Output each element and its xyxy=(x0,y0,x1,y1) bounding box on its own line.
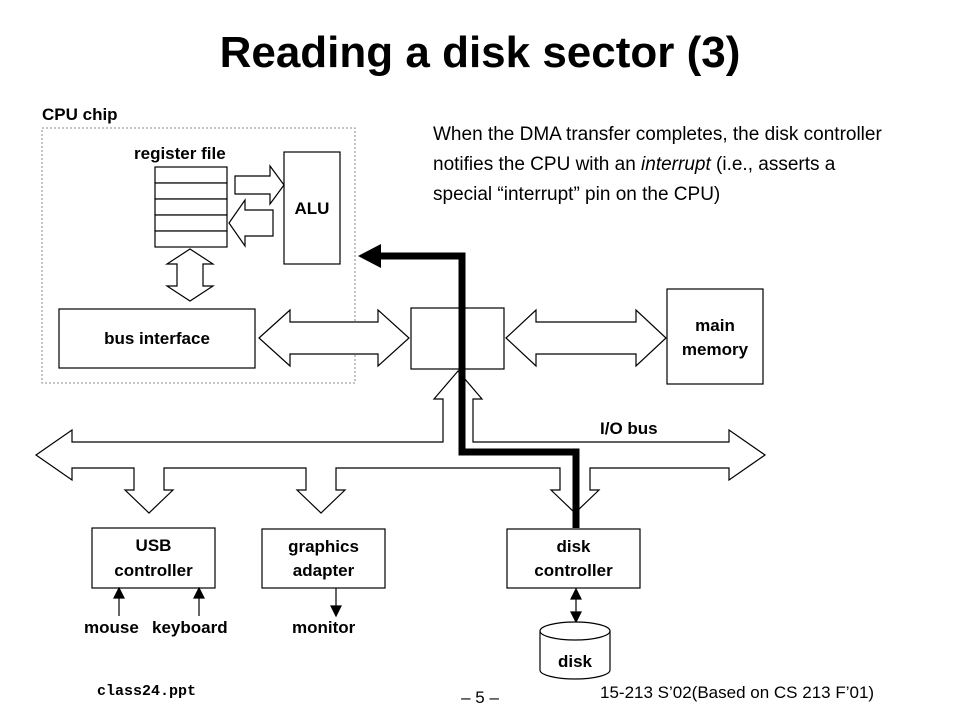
alu-label: ALU xyxy=(294,199,330,218)
reg-to-alu-arrow xyxy=(234,164,285,206)
graphics-adapter-box xyxy=(261,528,386,589)
footer-course: 15-213 S’02(Based on CS 213 F’01) xyxy=(600,683,875,702)
bus-interface-box xyxy=(58,308,256,369)
reg-bus-double-arrow xyxy=(164,248,216,302)
footer-page-number: – 5 – xyxy=(461,688,499,707)
footer-filename: class24.ppt xyxy=(97,683,197,700)
disk-label: disk xyxy=(557,652,593,671)
disk-link-arrow xyxy=(570,587,582,624)
graphics-label-line2: adapter xyxy=(292,561,355,580)
io-bus-label: I/O bus xyxy=(600,419,658,438)
main-memory-label-line2: memory xyxy=(681,340,749,359)
register-file xyxy=(154,166,228,248)
register-file-label: register file xyxy=(134,144,226,163)
keyboard-label: keyboard xyxy=(152,618,228,637)
slide-title: Reading a disk sector (3) xyxy=(219,28,741,77)
main-memory-label-line1: main xyxy=(695,316,735,335)
bus-bridge-double-arrow xyxy=(258,308,410,368)
usb-label-line1: USB xyxy=(135,536,172,555)
mouse-label: mouse xyxy=(84,618,139,637)
alu-box xyxy=(283,151,341,265)
disk-controller-label-line2: controller xyxy=(534,561,613,580)
monitor-arrow xyxy=(330,588,342,618)
cpu-chip-boundary xyxy=(41,127,356,384)
note-text-part1: When the DMA transfer completes, the dis… xyxy=(433,124,882,175)
note-emphasis: interrupt xyxy=(641,154,711,175)
cpu-chip-label: CPU chip xyxy=(42,105,118,124)
alu-to-reg-arrow xyxy=(228,198,274,248)
mouse-arrow xyxy=(113,586,125,616)
bridge-memory-double-arrow xyxy=(505,308,667,368)
disk-cylinder xyxy=(539,621,611,680)
usb-label-line2: controller xyxy=(114,561,193,580)
interrupt-arrowhead xyxy=(358,244,381,268)
io-bus-arrow xyxy=(34,370,767,514)
monitor-label: monitor xyxy=(292,618,356,637)
main-memory-box xyxy=(666,288,764,385)
bus-interface-label: bus interface xyxy=(104,329,210,348)
interrupt-path xyxy=(378,252,580,528)
io-bridge-box xyxy=(410,307,505,370)
disk-controller-box xyxy=(506,528,641,589)
disk-controller-label-line1: disk xyxy=(556,537,591,556)
graphics-label-line1: graphics xyxy=(288,537,359,556)
note-text-part2: (i.e., asserts a special “interrupt” pin… xyxy=(433,154,836,205)
usb-controller-box xyxy=(91,527,216,589)
explanation-note: When the DMA transfer completes, the dis… xyxy=(433,120,883,210)
keyboard-arrow xyxy=(193,586,205,616)
